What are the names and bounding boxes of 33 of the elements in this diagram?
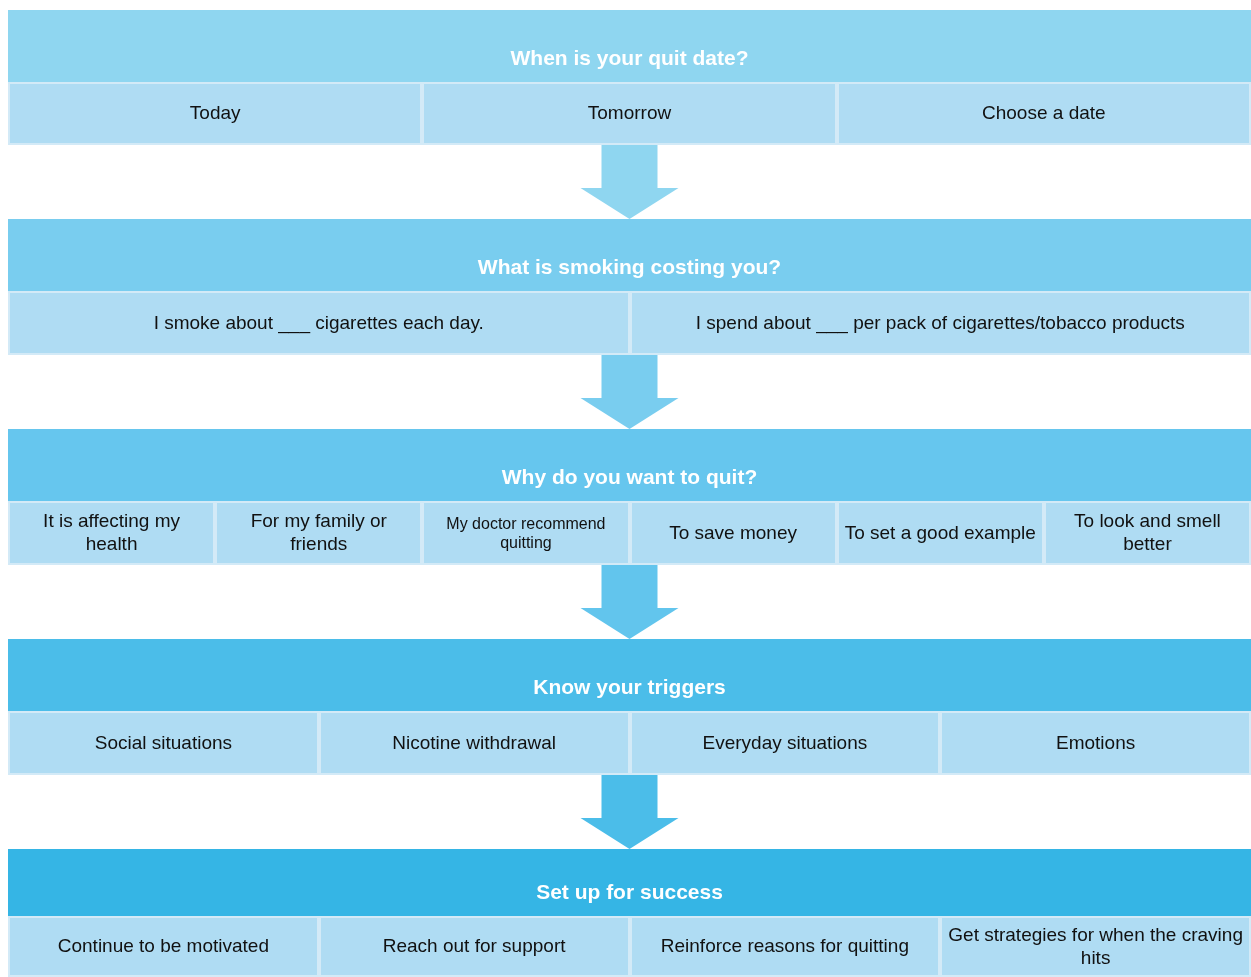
option-cell: Reinforce reasons for quitting [629,916,941,977]
section-heading: Why do you want to quit? [501,465,758,489]
option-cell: Today [8,82,423,145]
block-arrow [580,565,679,639]
section-heading: When is your quit date? [510,46,749,70]
block-arrow [580,355,679,429]
option-cell: It is affecting my health [8,501,216,565]
option-cell: Continue to be motivated [8,916,319,977]
option-cell: I smoke about ___ cigarettes each day. [8,291,630,355]
section-band [8,639,1251,775]
option-cell: To set a good example [836,501,1044,565]
section-band [8,219,1251,355]
option-cell: Everyday situations [629,711,941,775]
block-arrow [580,145,679,219]
section-heading: What is smoking costing you? [477,255,782,279]
section-heading: Know your triggers [533,675,726,699]
section-band [8,849,1251,977]
section-heading: Set up for success [536,880,723,904]
option-cell: Nicotine withdrawal [318,711,630,775]
option-cell: Emotions [940,711,1251,775]
option-cell: My doctor recommend quitting [422,501,630,565]
option-cell: For my family or friends [215,501,423,565]
option-cell: To look and smell better [1043,501,1251,565]
section-band [8,10,1251,145]
option-cell: Tomorrow [422,82,837,145]
option-cell: Reach out for support [318,916,630,977]
option-cell: Choose a date [836,82,1251,145]
section-band [8,429,1251,565]
block-arrow [580,775,679,849]
option-cell: Get strategies for when the craving hits [940,916,1251,977]
option-cell: To save money [629,501,837,565]
option-cell: I spend about ___ per pack of cigarettes/tobacco products [629,291,1251,355]
option-cell: Social situations [8,711,319,775]
